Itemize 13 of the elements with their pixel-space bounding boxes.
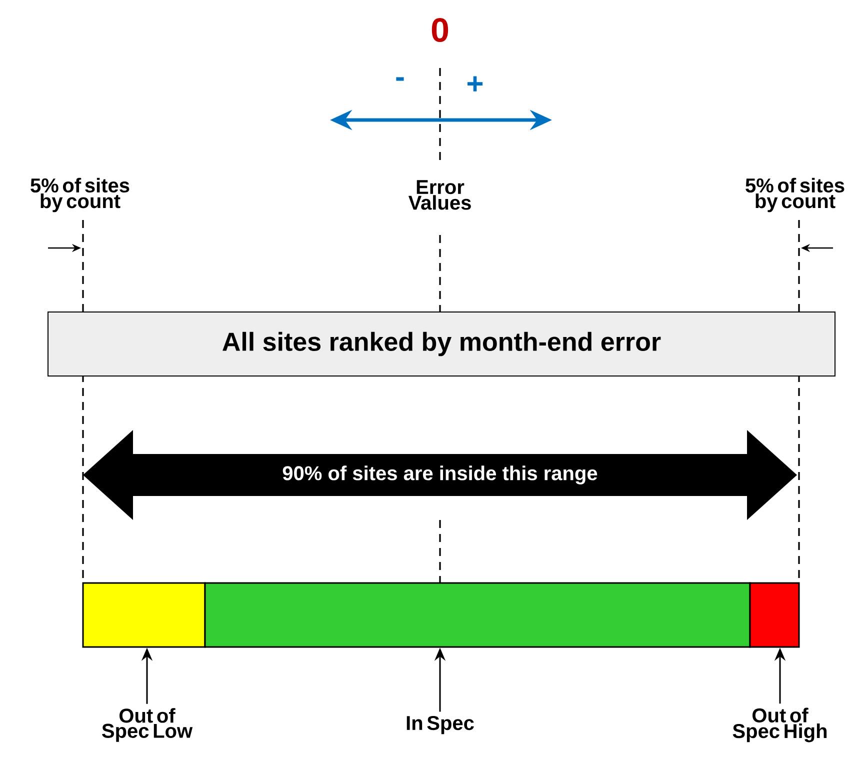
- bar-segment: [82, 582, 206, 648]
- sign-label: +: [468, 76, 483, 92]
- zero-label: 0: [432, 18, 448, 42]
- bar-segment: [749, 582, 800, 648]
- category-label: Out of Spec High: [732, 708, 827, 742]
- bar-segment: [204, 582, 751, 648]
- axis-label: Error Values: [408, 180, 471, 210]
- note-label: 5% of sites by count: [746, 178, 844, 212]
- sign-label: -: [396, 77, 404, 81]
- note-label: 5% of sites by count: [30, 178, 130, 212]
- category-label: Out of Spec Low: [102, 708, 193, 742]
- ranking-box: All sites ranked by month-end error: [48, 312, 836, 376]
- category-label: In Spec: [406, 716, 474, 734]
